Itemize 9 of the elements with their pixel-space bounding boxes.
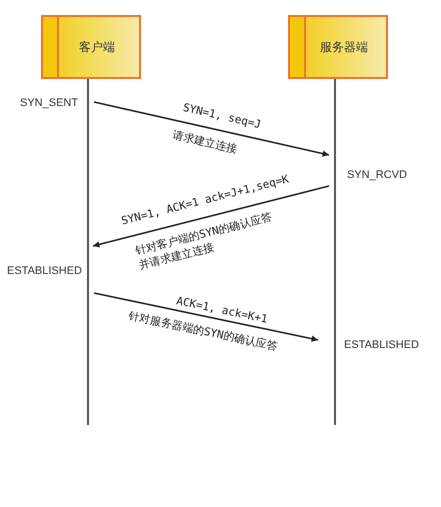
participant-box: 服务器端 bbox=[288, 15, 388, 79]
participant-box: 客户端 bbox=[41, 15, 141, 79]
state-label: ESTABLISHED bbox=[7, 265, 82, 277]
message-arrow bbox=[94, 101, 330, 157]
state-label: ESTABLISHED bbox=[344, 339, 419, 351]
message-arrow bbox=[92, 185, 330, 248]
message-arrow bbox=[94, 292, 318, 342]
state-label: SYN_SENT bbox=[20, 97, 78, 109]
state-label: SYN_RCVD bbox=[347, 169, 407, 181]
